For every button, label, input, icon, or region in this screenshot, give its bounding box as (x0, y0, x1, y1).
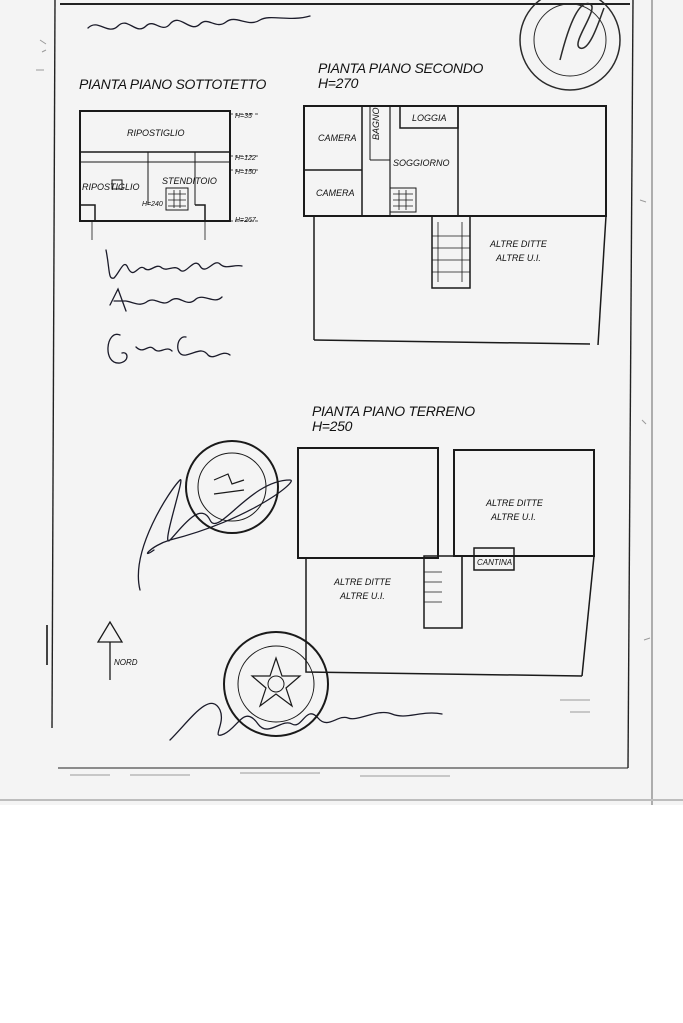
terreno-right-altre-ui: ALTRE U.I. (491, 512, 536, 522)
room-ripostiglio: RIPOSTIGLIO (82, 182, 140, 192)
secondo-altre-ditte: ALTRE DITTE (490, 239, 547, 249)
room-soggiorno: SOGGIORNO (393, 158, 450, 168)
terreno-height: H=250 (312, 418, 353, 434)
room-camera-top: CAMERA (318, 133, 357, 143)
north-arrow-icon (96, 620, 124, 680)
height-240: H=240 (142, 201, 163, 208)
secondo-title: PIANTA PIANO SECONDO (318, 60, 484, 76)
scan-noise (36, 39, 651, 777)
tax-stamp-seal (185, 440, 279, 534)
terreno-right-altre-ditte: ALTRE DITTE (486, 498, 543, 508)
scanned-document: PIANTA PIANO SOTTOTETTO PIANTA PIANO SEC… (0, 0, 683, 805)
terreno-left-altre-ditte: ALTRE DITTE (334, 577, 391, 587)
height-35: H=35 (235, 113, 252, 120)
room-ripostiglio-top: RIPOSTIGLIO (127, 128, 185, 138)
page-frame (46, 0, 653, 805)
signature-2 (109, 287, 223, 312)
room-camera-bottom: CAMERA (316, 188, 355, 198)
sottotetto-title: PIANTA PIANO SOTTOTETTO (79, 76, 267, 92)
notary-seal (223, 631, 329, 737)
room-cantina: CANTINA (477, 558, 513, 567)
signature-1 (105, 249, 243, 279)
room-bagno: BAGNO (371, 107, 381, 140)
plan-sottotetto (79, 110, 260, 240)
plan-terreno (297, 447, 595, 677)
room-stenditoio: STENDITOIO (162, 176, 217, 186)
handwritten-signatures (87, 15, 443, 741)
room-loggia: LOGGIA (412, 113, 447, 123)
plan-secondo (303, 105, 607, 346)
signature-top (87, 15, 311, 30)
north-label: NORD (114, 658, 138, 667)
signature-notary (169, 702, 443, 741)
partial-seal-top-right (519, 0, 621, 91)
secondo-altre-ui: ALTRE U.I. (496, 253, 541, 263)
height-267: H=267 (235, 217, 256, 224)
floor-plan-drawing (0, 0, 683, 805)
secondo-height: H=270 (318, 75, 359, 91)
terreno-title: PIANTA PIANO TERRENO (312, 403, 475, 419)
signature-stamp (137, 479, 292, 591)
signature-3 (107, 333, 231, 364)
height-150: H=150 (235, 169, 256, 176)
height-122: H=122 (235, 155, 256, 162)
terreno-left-altre-ui: ALTRE U.I. (340, 591, 385, 601)
